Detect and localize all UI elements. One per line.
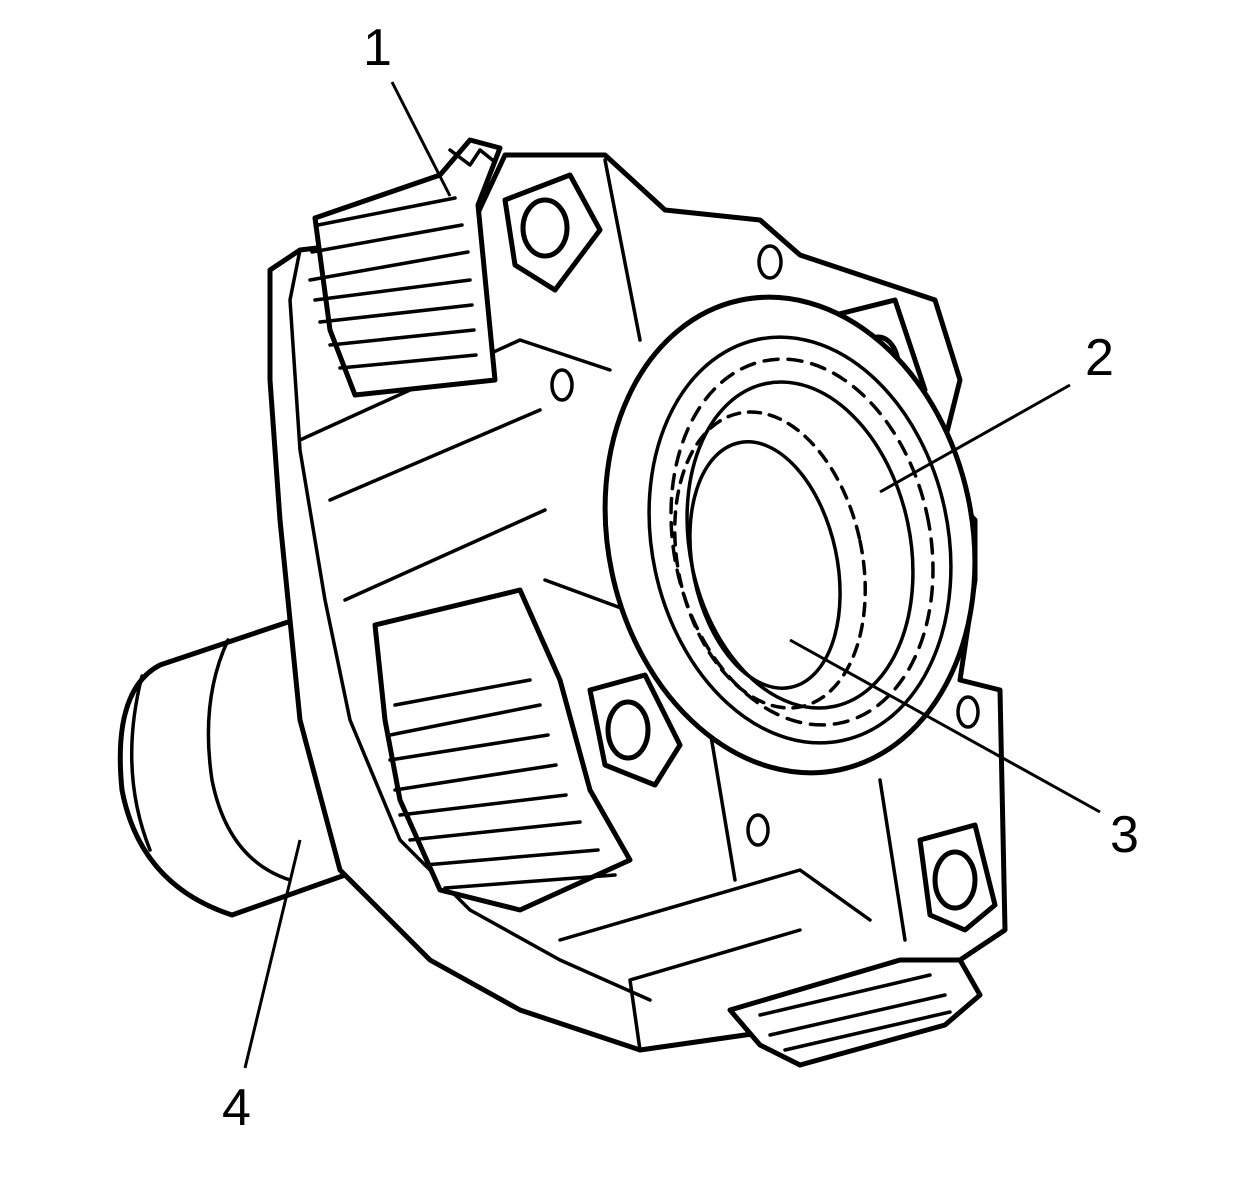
callout-4: 4	[222, 1079, 251, 1137]
planet-gear-lower-left	[372, 587, 633, 913]
outer-spline-ring	[669, 357, 935, 727]
bolt-upper-left	[502, 172, 603, 293]
planet-gear-lower-right	[727, 957, 983, 1068]
leader-1	[390, 81, 452, 197]
callout-3: 3	[1110, 806, 1139, 864]
planet-gear-upper	[308, 137, 503, 398]
sun-gear-hub	[602, 294, 978, 776]
leader-2	[879, 383, 1071, 494]
mounting-holes	[550, 244, 980, 847]
leader-4	[243, 839, 302, 1069]
callout-1: 1	[363, 19, 392, 77]
leader-lines	[243, 81, 1101, 1069]
inner-spline-ring	[673, 410, 867, 710]
leader-3	[789, 638, 1101, 814]
bolt-lower-middle	[587, 672, 683, 788]
bolt-lower-right	[917, 822, 998, 933]
callout-2: 2	[1085, 329, 1114, 387]
